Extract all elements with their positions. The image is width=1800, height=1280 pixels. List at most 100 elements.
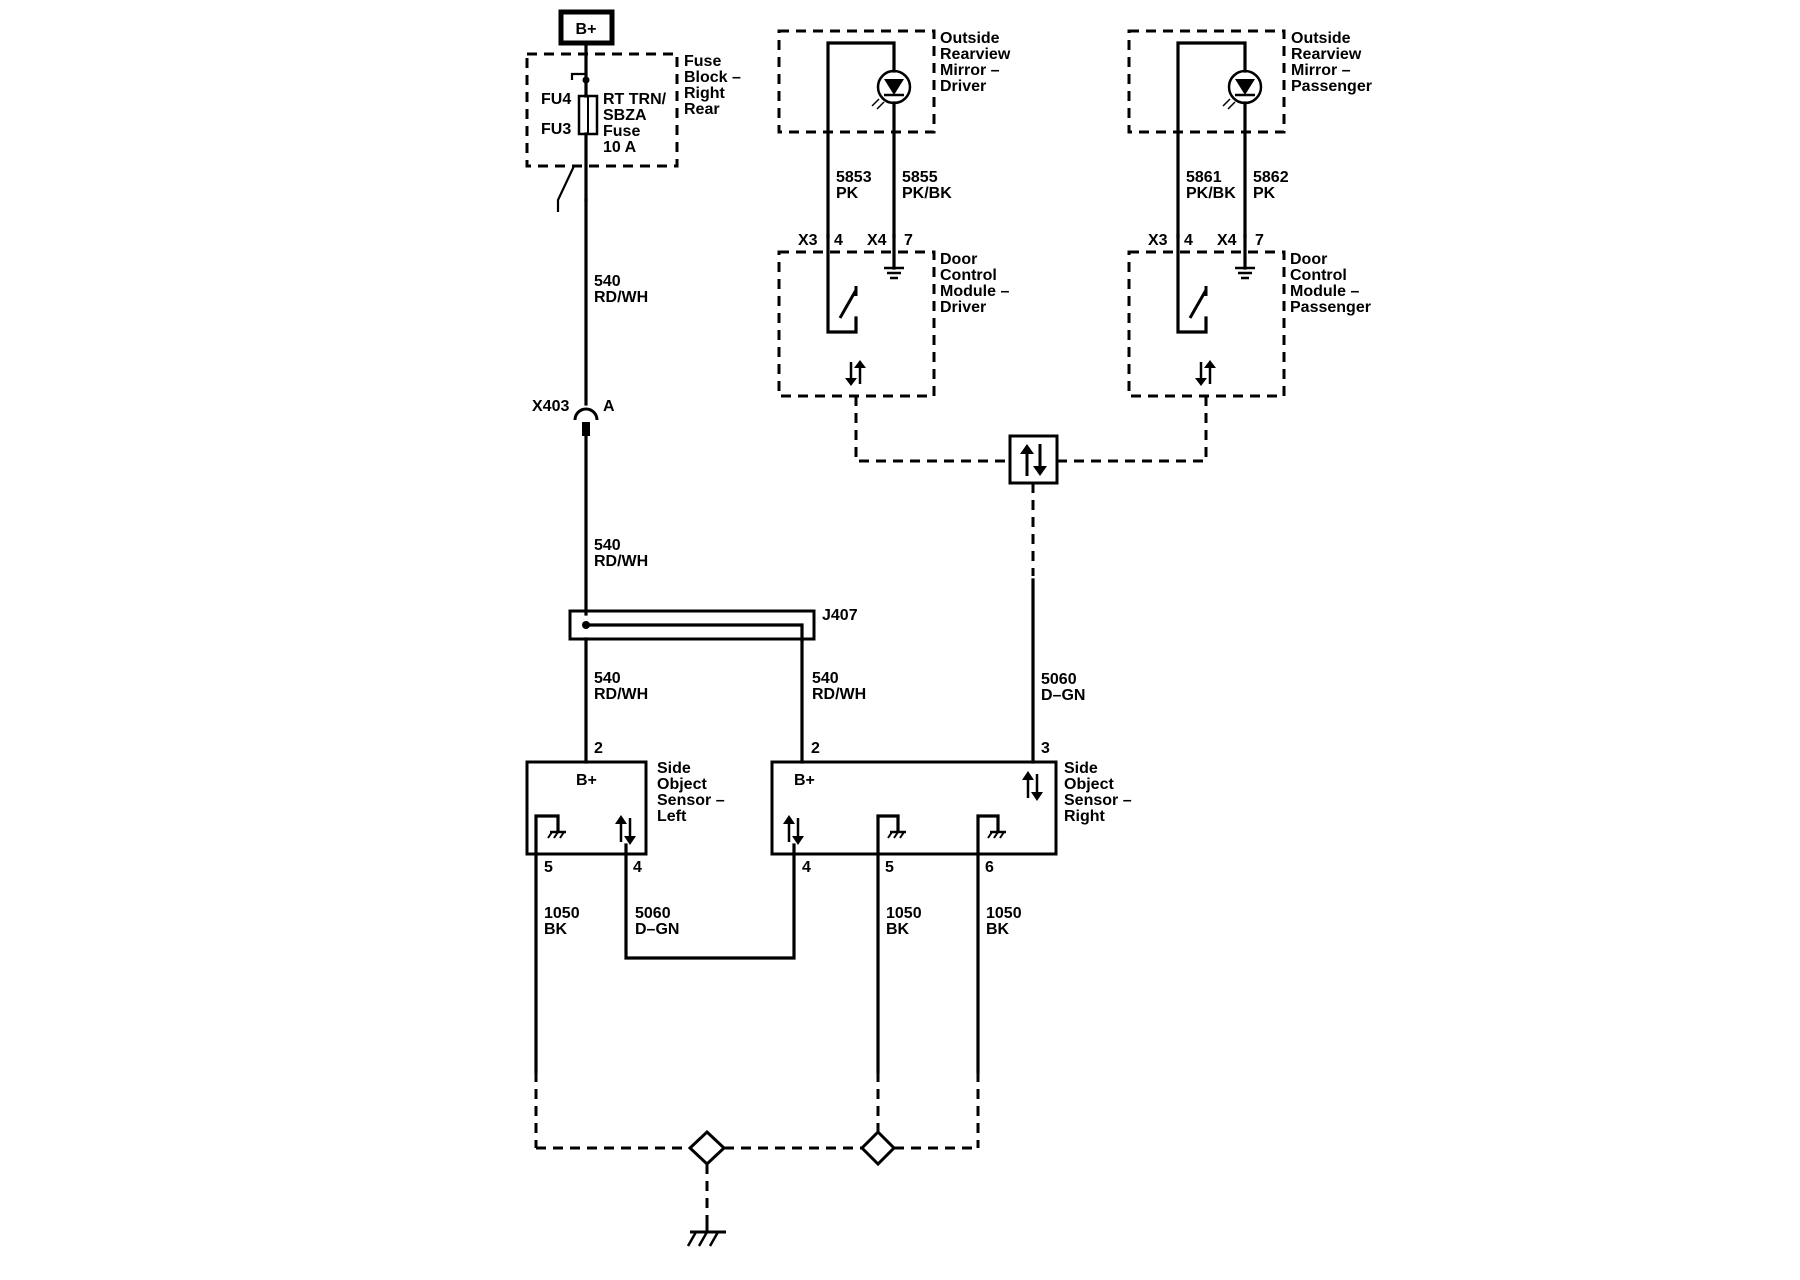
sensor-left-pin-5: 5 [544,859,553,876]
dcm-passenger-name-line: Module – [1290,283,1359,300]
serial-data-icon [783,815,804,845]
dcm-passenger-pin-4: 4 [1184,232,1193,249]
wire-mirror-driver-loop [826,41,896,238]
fuse-name-line: SBZA [603,107,647,124]
ground-icon [876,814,906,856]
fuse-block-name-line: Right [684,85,726,102]
fuse-block-name-line: Block – [684,69,741,86]
sensor-left-bplus-label: B+ [576,772,597,789]
ground-splice-diamond-icon [859,1129,897,1167]
sensor-right-pin-2: 2 [811,740,820,757]
dcm-passenger-switch-circuit [1176,234,1208,334]
wire-color-code: RD/WH [594,686,648,703]
svg-text:Outside Rearview M: Outside Rearview Mirror – Passenger [1291,30,1372,95]
splice-pack-j407: J407 [568,607,858,642]
sensor-right-pin-6: 6 [985,859,994,876]
sensor-right-name-line: Side [1064,760,1098,777]
wire-circuit-number: 1050 [544,905,580,922]
wire-circuit-number: 540 [594,273,621,290]
door-control-module-passenger: Door Control Module – Passenger X3 4 X4 … [1127,232,1371,398]
door-control-module-driver: Door Control Module – Driver X3 4 X4 7 [777,232,1014,398]
battery-positive-source: B+ [558,9,615,46]
svg-text:1050 BK: 1050 BK [886,905,926,938]
serial-data-icon [1195,360,1216,386]
wire-circuit-number: 5060 [635,905,671,922]
svg-text:5855 PK/BK: 5855 PK/BK [902,169,952,202]
wire-color-code: PK/BK [1186,185,1236,202]
dcm-passenger-name-line: Passenger [1290,299,1371,316]
svg-text:Outside Rearview M: Outside Rearview Mirror – Driver [940,30,1015,95]
sensor-right-name-line: Sensor – [1064,792,1132,809]
connector-x403-pin: A [603,398,615,415]
wire-color-code: RD/WH [594,553,648,570]
outside-mirror-driver: Outside Rearview Mirror – Driver [777,29,1015,134]
led-indicator-icon [1222,69,1263,110]
wire-color-code: BK [544,921,568,938]
svg-text:1050 BK: 1050 BK [544,905,584,938]
sensor-right-name-line: Right [1064,808,1106,825]
ground-icon [534,814,566,856]
svg-text:1050 BK: 1050 BK [986,905,1026,938]
dcm-driver-switch-icon [838,289,858,319]
dcm-driver-name-line: Door [940,251,977,268]
ground-icon [1235,234,1255,280]
dcm-driver-pin-7: 7 [904,232,913,249]
wire-circuit-number: 5855 [902,169,938,186]
svg-text:Side Object Sensor: Side Object Sensor – Right [1064,760,1136,825]
wire-circuit-number: 540 [812,670,839,687]
wire-color-code: D–GN [1041,687,1085,704]
svg-text:RT TRN/ SBZA Fuse: RT TRN/ SBZA Fuse 10 A [603,91,671,156]
dcm-driver-connector-x3: X3 [798,232,818,249]
mirror-driver-name-line: Driver [940,78,986,95]
svg-text:5853 PK: 5853 PK [836,169,876,202]
wire-color-code: PK [836,185,859,202]
dcm-passenger-name-line: Door [1290,251,1327,268]
wire-circuit-number: 5060 [1041,671,1077,688]
sensor-left-pin-2: 2 [594,740,603,757]
serial-data-icon [615,815,636,845]
sensor-left-name-line: Sensor – [657,792,725,809]
serial-data-bus-passenger [1057,396,1208,463]
dcm-driver-pin-4: 4 [834,232,843,249]
mirror-passenger-name-line: Mirror – [1291,62,1351,79]
fuse-rating: 10 A [603,139,637,156]
wire-5060-left [624,852,796,960]
serial-data-icon [1022,771,1043,801]
svg-text:5060 D–GN: 5060 D–GN [1041,671,1085,704]
sensor-right-pin-5: 5 [885,859,894,876]
wire-mirror-passenger-loop [1176,41,1247,238]
wire-circuit-number: 1050 [886,905,922,922]
svg-text:Door Control Modul: Door Control Module – Passenger [1290,251,1371,316]
mirror-driver-name-line: Mirror – [940,62,1000,79]
dcm-passenger-connector-x3: X3 [1148,232,1168,249]
serial-data-icon [845,360,866,386]
svg-text:Door Control Modul: Door Control Module – Driver [940,251,1014,316]
led-indicator-icon [871,69,912,110]
dcm-passenger-pin-7: 7 [1255,232,1264,249]
wire-color-code: BK [886,921,910,938]
serial-data-hub-icon [1008,434,1059,485]
sensor-right-bplus-label: B+ [794,772,815,789]
wire-circuit-number: 5853 [836,169,872,186]
outside-mirror-passenger: Outside Rearview Mirror – Passenger [1127,29,1372,134]
sensor-left-name-line: Object [657,776,707,793]
fuse-terminal-hook [556,165,575,212]
sensor-left-pin-4: 4 [633,859,642,876]
side-object-sensor-right: Side Object Sensor – Right B+ 2 3 4 5 6 [770,740,1136,876]
dcm-driver-switch-circuit [826,234,858,334]
wire-color-code: D–GN [635,921,679,938]
svg-text:5862 PK: 5862 PK [1253,169,1293,202]
mirror-passenger-name-line: Rearview [1291,46,1362,63]
mirror-driver-name-line: Outside [940,30,1000,47]
fuse-name-line: Fuse [603,123,640,140]
wire-circuit-number: 1050 [986,905,1022,922]
svg-text:5861 PK/BK: 5861 PK/BK [1186,169,1236,202]
svg-text:540 RD/WH: 540 RD/WH [594,273,648,306]
sensor-right-name-line: Object [1064,776,1114,793]
connector-x403-label: X403 [532,398,569,415]
wire-color-code: RD/WH [594,289,648,306]
fuse-block-right-rear: Fuse Block – Right Rear RT TRN/ SBZA Fus… [525,52,741,212]
wire-circuit-number: 540 [594,670,621,687]
inline-connector-x403: X403 A [532,398,615,436]
